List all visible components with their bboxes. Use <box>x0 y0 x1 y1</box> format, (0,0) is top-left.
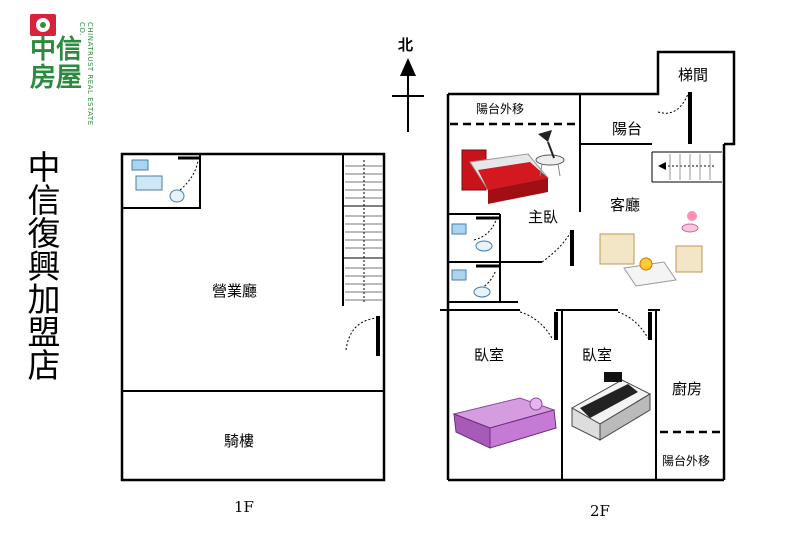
room-label-bedroom-right: 臥室 <box>582 346 613 364</box>
room-label-balcony-moved-top: 陽台外移 <box>476 102 525 116</box>
stair-icon <box>345 160 382 302</box>
store-name: 中信復興加盟店 <box>22 150 61 381</box>
brand-name: 中信房屋 <box>30 35 83 93</box>
sofa-set-icon <box>599 211 703 287</box>
room-label-stairwell: 梯間 <box>678 66 709 84</box>
room-label-balcony-moved-bottom: 陽台外移 <box>662 454 711 468</box>
brand-english-name: CHINATRUST REAL ESTATE CO. <box>78 22 94 126</box>
desk-lamp-icon <box>535 130 565 177</box>
restroom-fixtures-icon <box>131 159 185 203</box>
black-white-bed-icon <box>570 372 652 441</box>
brand-logo: 中信房屋 CHINATRUST REAL ESTATE CO. <box>30 14 94 126</box>
room-label-kitchen: 廚房 <box>672 380 703 398</box>
master-bed-icon <box>461 149 549 204</box>
room-label-living-room: 客廳 <box>610 196 641 214</box>
room-label-master-bedroom: 主臥 <box>528 208 559 226</box>
floor-2f-plan <box>440 50 736 482</box>
floor-label-1f: 1F <box>234 498 254 516</box>
purple-bed-icon <box>452 397 557 449</box>
room-label-balcony: 陽台 <box>612 120 643 138</box>
north-arrow-icon <box>392 58 424 132</box>
chinatrust-logo-icon <box>30 14 56 36</box>
north-label: 北 <box>398 36 414 54</box>
floor-label-2f: 2F <box>590 502 610 520</box>
room-label-bedroom-left: 臥室 <box>474 346 505 364</box>
room-label-business-hall: 營業廳 <box>212 282 258 300</box>
room-label-arcade: 騎樓 <box>224 432 255 450</box>
stair-icon <box>658 154 714 180</box>
floor-1f-plan <box>120 152 386 482</box>
restroom-fixtures-icon <box>451 223 493 298</box>
